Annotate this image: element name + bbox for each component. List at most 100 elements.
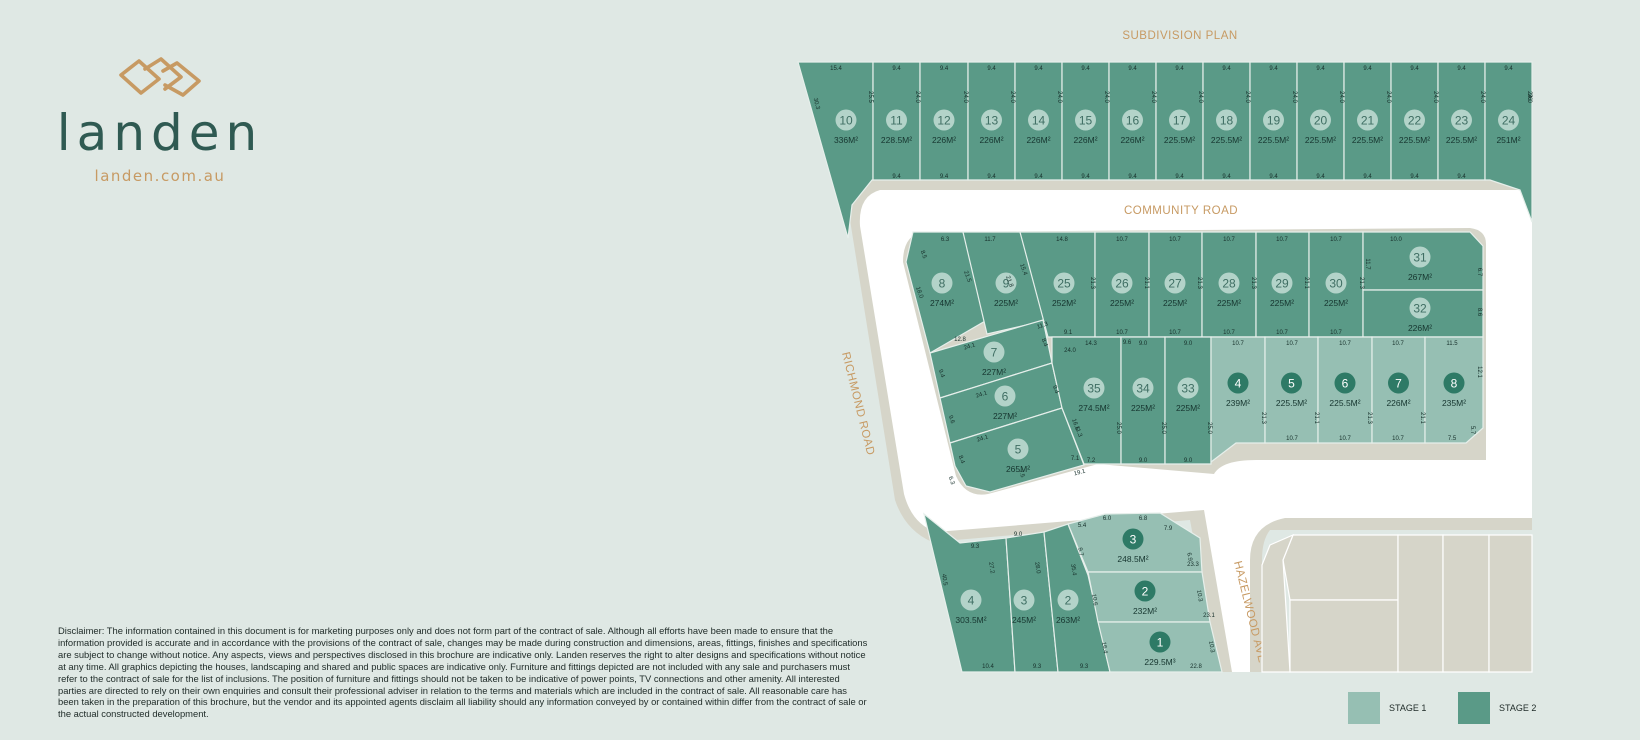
dim-central-misc-22: 7.1	[1071, 456, 1080, 462]
disclaimer: Disclaimer: The information contained in…	[58, 625, 868, 720]
brand-url[interactable]: landen.com.au	[94, 167, 226, 185]
stage1-lot-6-badge	[1334, 372, 1356, 394]
dim-central-top-rear-5: 10.7	[1330, 330, 1342, 336]
dim-south-depth-4: 10.6	[1090, 594, 1098, 607]
plan-title: SUBDIVISION PLAN	[1122, 30, 1237, 42]
dim-central-misc-18: 19.1	[1073, 468, 1086, 477]
dim-north-depth-9: 24.0	[1291, 91, 1297, 103]
north-lot-18-area: 225.5M²	[1211, 135, 1242, 145]
south-stage1-lot-3-number: 3	[1130, 532, 1137, 546]
dim-north-rear-5: 9.4	[1128, 174, 1137, 180]
north-lot-20-area: 225.5M²	[1305, 135, 1336, 145]
dim-stage1-depth-5: 5.7	[1469, 426, 1475, 435]
south-stage2-lot-4-area: 303.5M²	[955, 615, 986, 625]
dim-north-depth-3: 24.0	[1009, 91, 1015, 103]
dim-central-misc-14: 9.4	[1051, 385, 1060, 396]
south-stage2-lot-4-badge	[960, 589, 982, 611]
dim-central-top-depth-7: 6.7	[1476, 268, 1482, 277]
future-lot-2	[1289, 599, 1399, 673]
central-lot-8-area: 274M²	[930, 298, 954, 308]
central-lot-31-number: 31	[1413, 250, 1427, 264]
central-left-lot-5-area: 265M²	[1006, 464, 1030, 474]
north-lot-24[interactable]	[1484, 61, 1533, 223]
north-lot-13-number: 13	[985, 113, 999, 127]
central-bottom-lot-34[interactable]	[1120, 336, 1166, 465]
dim-south-depth-6: 16.4	[1100, 642, 1108, 655]
north-lot-13-label: 13 226M²	[979, 109, 1004, 145]
central-lot-8-number: 8	[939, 276, 946, 290]
south-stage2-lot-2-number: 2	[1065, 593, 1072, 607]
future-lot-4	[1442, 534, 1490, 673]
south-stage2-lot-3-number: 3	[1021, 593, 1028, 607]
central-lot-28-area: 225M²	[1217, 298, 1241, 308]
dim-central-top-front-5: 10.7	[1223, 237, 1235, 243]
central-bottom-lot-33[interactable]	[1164, 336, 1212, 465]
dim-north-front-14: 9.4	[1504, 66, 1513, 72]
dim-central-bottom-rear-2: 9.0	[1184, 458, 1193, 464]
stage1-lot-8-number: 8	[1451, 376, 1458, 390]
north-lot-24-area: 251M²	[1496, 135, 1520, 145]
future-lot-5	[1488, 534, 1533, 673]
dim-stage1-front-4: 11.5	[1446, 341, 1458, 347]
legend-stage2: STAGE 2	[1458, 692, 1536, 724]
north-lot-18-number: 18	[1220, 113, 1234, 127]
dim-north-depth-8: 24.0	[1244, 91, 1250, 103]
future-lot-6	[1261, 533, 1295, 673]
dim-stage1-front-3: 10.7	[1392, 341, 1404, 347]
dim-central-top-depth-1: 21.1	[1143, 277, 1149, 289]
dim-central-top-rear-4: 10.7	[1276, 330, 1288, 336]
dim-central-misc-6: 12.8	[954, 337, 966, 343]
north-lot-12-number: 12	[937, 113, 951, 127]
central-lot-32-area: 226M²	[1408, 323, 1432, 333]
dim-north-depth-13: 24.0	[1479, 91, 1485, 103]
south-stage2-lot-2-area: 263M²	[1056, 615, 1080, 625]
south-stage2-lot-3-badge	[1013, 589, 1035, 611]
dim-central-misc-7: 24.1	[963, 342, 977, 352]
stage1-lot-4[interactable]	[1210, 336, 1266, 464]
central-bottom-lot-33-area: 225M²	[1176, 403, 1200, 413]
dim-central-misc-16: 6.3	[947, 476, 956, 487]
dim-central-misc-3: 15.4	[1018, 263, 1028, 277]
dim-central-top-front-2: 14.8	[1056, 237, 1068, 243]
north-lot-row: 10336M²11228.5M²12226M²13226M²14226M²152…	[797, 61, 1533, 239]
stage1-lot-6-number: 6	[1342, 376, 1349, 390]
dim-central-misc-20: 16.6	[1070, 418, 1080, 432]
north-lot-24-badge	[1498, 109, 1519, 131]
central-lot-26-badge	[1111, 272, 1133, 294]
dim-central-top-depth-8: 8.6	[1476, 308, 1482, 317]
north-lot-11-area: 228.5M²	[881, 135, 912, 145]
central-left-lot-6-badge	[994, 385, 1016, 407]
dim-south-depth-10: 23.3	[1187, 562, 1199, 568]
dim-central-bottom-front-0: 14.3	[1085, 341, 1097, 347]
north-lot-23-number: 23	[1455, 113, 1469, 127]
dim-central-misc-11: 9.4	[937, 369, 946, 380]
dim-north-rear-12: 9.4	[1457, 174, 1466, 180]
future-lots	[1261, 533, 1533, 673]
legend-swatch-stage2	[1458, 692, 1490, 724]
dim-south-front-4: 6.8	[1139, 516, 1148, 522]
central-lot-26-area: 225M²	[1110, 298, 1134, 308]
north-lot-13-area: 226M²	[979, 135, 1003, 145]
central-lot-31-area: 267M²	[1408, 272, 1432, 282]
dim-north-depth-7: 24.0	[1197, 91, 1203, 103]
stage1-lot-8-badge	[1443, 372, 1465, 394]
dim-south-depth-9: 10.3	[1207, 641, 1215, 654]
dim-south-depth-1: 27.2	[987, 562, 995, 575]
stage1-lot-5-area: 225.5M²	[1276, 398, 1307, 408]
north-lot-17-number: 17	[1173, 113, 1187, 127]
dim-north-front-10: 9.4	[1316, 66, 1325, 72]
dim-central-misc-10: 8.4	[1040, 338, 1049, 349]
dim-central-top-front-1: 11.7	[984, 237, 996, 243]
north-lot-16-area: 226M²	[1120, 135, 1144, 145]
dim-central-top-rear-1: 10.7	[1116, 330, 1128, 336]
dim-north-depth-4: 24.0	[1056, 91, 1062, 103]
